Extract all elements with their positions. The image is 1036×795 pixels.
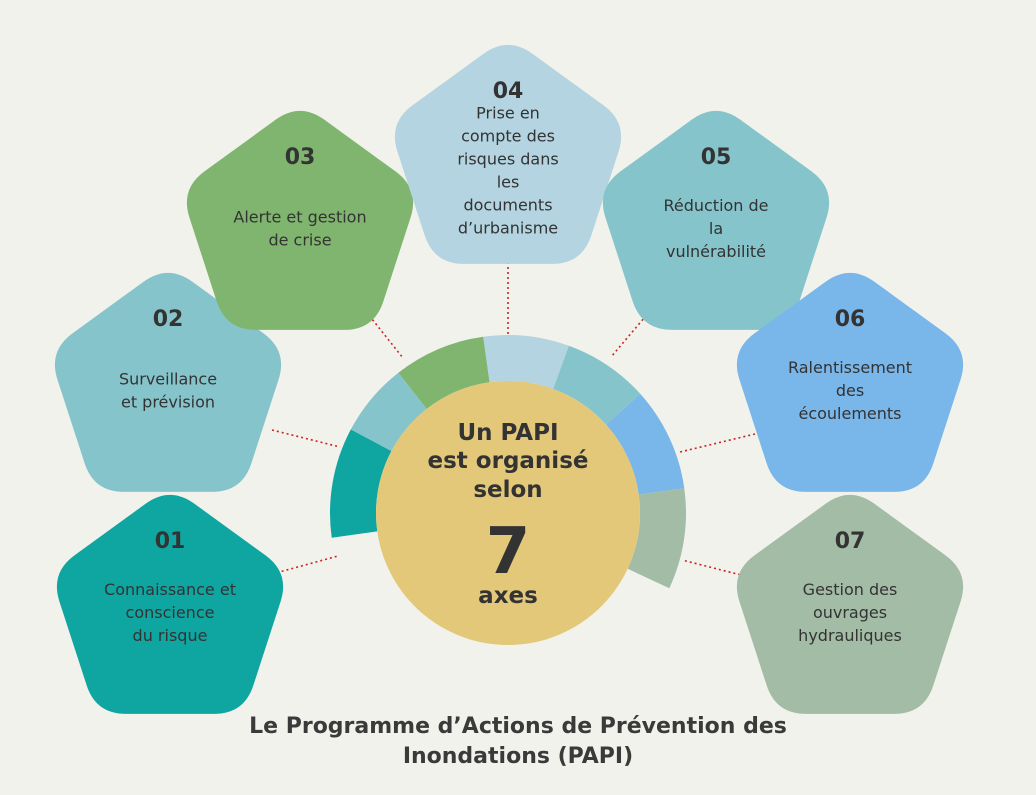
center-line-2: est organisé [428, 448, 589, 474]
ring-segment-01 [329, 429, 392, 538]
ring-segment-04 [483, 334, 569, 389]
axis-number: 01 [155, 529, 186, 554]
center-line-3: selon [473, 477, 542, 503]
ring-segment-05 [553, 345, 641, 425]
ring-segment-03 [398, 336, 490, 409]
connector-line-01 [271, 555, 339, 575]
axis-label-line: les [497, 173, 520, 192]
axis-label-line: des [836, 381, 864, 400]
center-unit: axes [478, 583, 538, 609]
center-number: 7 [486, 515, 531, 589]
pentagon-shape [736, 272, 964, 492]
center-line-1: Un PAPI [457, 420, 558, 446]
axis-label-line: et prévision [121, 393, 215, 412]
pentagon-shape [54, 272, 282, 492]
axis-label-line: Gestion des [803, 580, 898, 599]
pentagon-shape [736, 494, 964, 714]
axis-label-line: Surveillance [119, 370, 217, 389]
axis-label-line: la [709, 219, 723, 238]
axis-label-line: du risque [133, 626, 208, 645]
axis-label-line: risques dans [457, 150, 558, 169]
footer-line-2: Inondations (PAPI) [402, 744, 634, 769]
ring-segment-02 [350, 372, 427, 452]
pentagon-shape [602, 110, 830, 330]
page-footer-title: Le Programme d’Actions de Prévention des… [0, 712, 1036, 772]
connector-line-07 [681, 559, 746, 577]
axis-number: 06 [835, 307, 866, 332]
pentagon-shape [56, 494, 284, 714]
axis-label-line: Connaissance et [104, 580, 236, 599]
connector-line-06 [679, 433, 756, 453]
ring-segment-06 [606, 393, 685, 495]
pentagon-shape [394, 44, 622, 264]
ring-segment-07 [627, 488, 686, 589]
axis-label-line: conscience [126, 603, 215, 622]
axis-label-line: d’urbanisme [458, 219, 558, 238]
axis-label-line: écoulements [798, 404, 901, 423]
pentagon-shape [186, 110, 414, 330]
axis-label-line: compte des [461, 127, 555, 146]
center-circle [376, 381, 640, 645]
center-circle-group: Un PAPI est organisé selon 7 axes [376, 381, 640, 645]
footer-line-1: Le Programme d’Actions de Prévention des [249, 714, 787, 739]
axis-number: 05 [701, 145, 732, 170]
axis-label-line: Alerte et gestion [233, 208, 366, 227]
axis-label-line: de crise [268, 231, 331, 250]
axis-label-line: Prise en [476, 104, 540, 123]
axis-label-line: vulnérabilité [666, 242, 766, 261]
axis-label-line: Réduction de [663, 196, 768, 215]
axis-number: 04 [493, 79, 524, 104]
axis-label-line: hydrauliques [798, 626, 902, 645]
axis-label-line: ouvrages [813, 603, 887, 622]
axis-number: 07 [835, 529, 866, 554]
axis-label-line: documents [463, 196, 552, 215]
axis-number: 02 [153, 307, 184, 332]
axes-ring [329, 334, 686, 589]
connector-line-02 [271, 429, 341, 448]
axis-label-line: Ralentissement [788, 358, 912, 377]
axis-number: 03 [285, 145, 316, 170]
